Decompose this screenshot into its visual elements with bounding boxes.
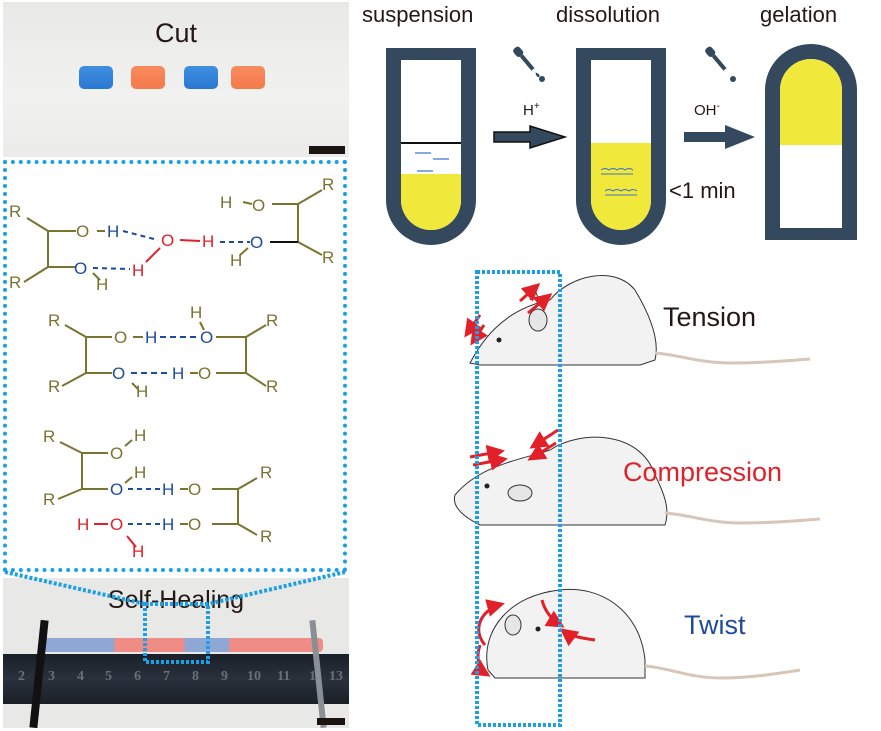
reagent-acid-text: H (523, 102, 534, 119)
blue-gel-piece (184, 66, 218, 89)
ruler-number: 13 (329, 669, 343, 684)
svg-text:O: O (112, 364, 125, 383)
svg-text:H: H (230, 251, 242, 270)
svg-text:R: R (322, 248, 334, 267)
svg-text:O: O (114, 328, 127, 347)
svg-text:H: H (96, 275, 108, 294)
svg-text:R: R (43, 490, 55, 509)
mouse-tension (464, 275, 811, 366)
ruler-number: 3 (48, 669, 55, 684)
hydrogen-bond-box (3, 160, 347, 572)
mouse-deformation-diagram (453, 270, 821, 727)
scale-bar (317, 718, 345, 725)
ruler-number: 11 (277, 669, 291, 684)
ruler-number: 9 (221, 669, 228, 684)
mouse-twist (470, 588, 801, 680)
blue-gel-piece (79, 66, 113, 89)
svg-text:R: R (9, 273, 21, 292)
ruler-number: 6 (134, 669, 141, 684)
svg-text:O: O (110, 444, 123, 463)
step-label-dissolution: dissolution (556, 2, 660, 27)
ruler-number: 10 (247, 669, 261, 684)
svg-text:H: H (134, 426, 146, 445)
svg-text:O: O (200, 328, 213, 347)
svg-text:R: R (266, 311, 278, 330)
reagent-base-charge: - (716, 101, 720, 112)
ruler-number: 7 (163, 669, 170, 684)
tube-dissolution (576, 48, 666, 245)
time-note: <1 min (669, 178, 736, 203)
reagent-base-text: OH (694, 102, 717, 119)
svg-text:H: H (145, 328, 157, 347)
step-label-suspension: suspension (362, 2, 474, 27)
svg-text:R: R (43, 427, 55, 446)
structure-diol-diol: R R O O R R H H H O O H (48, 303, 278, 401)
svg-text:H: H (162, 515, 174, 534)
head-region-box (475, 270, 562, 727)
ruler-number: 8 (192, 669, 199, 684)
zoom-connector (4, 570, 346, 664)
svg-text:R: R (266, 377, 278, 396)
svg-text:H: H (136, 382, 148, 401)
svg-text:O: O (161, 231, 174, 250)
svg-text:O: O (110, 515, 123, 534)
drop-icon (539, 76, 545, 82)
structure-diol-water-diol: R R O H O R R H H H O O O H H (9, 175, 334, 294)
svg-text:O: O (250, 233, 263, 252)
svg-text:O: O (76, 222, 89, 241)
svg-text:H: H (134, 463, 146, 482)
reagent-base: OH- (694, 101, 720, 119)
svg-text:O: O (198, 364, 211, 383)
svg-text:H: H (190, 303, 202, 322)
svg-text:O: O (188, 515, 201, 534)
arrow-right-icon (684, 125, 755, 149)
step-label-gelation: gelation (760, 2, 838, 27)
drop-icon (730, 76, 736, 82)
svg-text:O: O (252, 196, 265, 215)
svg-text:H: H (202, 232, 214, 251)
cut-title: Cut (154, 18, 198, 48)
svg-text:R: R (322, 175, 334, 194)
svg-text:O: O (188, 480, 201, 499)
svg-text:O: O (110, 480, 123, 499)
svg-text:R: R (260, 527, 272, 546)
scale-bar (309, 146, 345, 154)
svg-text:R: R (48, 377, 60, 396)
svg-text:R: R (9, 202, 21, 221)
svg-text:H: H (162, 480, 174, 499)
svg-text:H: H (77, 515, 89, 534)
self-healing-photo-panel: 2 3 4 5 6 7 8 9 10 11 1 13 Self-Healing (3, 578, 349, 728)
tube-suspension (386, 48, 476, 245)
dropper-icon (513, 46, 540, 78)
label-compression: Compression (623, 457, 783, 487)
svg-text:H: H (172, 364, 184, 383)
ruler-number: 1 (309, 669, 316, 684)
arrow-right-icon (493, 124, 568, 150)
svg-text:O: O (74, 259, 87, 278)
ruler-number: 2 (18, 669, 25, 684)
svg-text:H: H (107, 222, 119, 241)
svg-text:H: H (132, 261, 144, 280)
tube-gelation (765, 44, 857, 240)
process-diagram (386, 44, 857, 245)
svg-text:R: R (48, 311, 60, 330)
reagent-acid: H+ (523, 101, 540, 119)
structure-diol-diol-water: R R O H H O O R R O H H H O H (43, 426, 272, 561)
reagent-acid-charge: + (533, 101, 540, 112)
cut-photo-panel: Cut (3, 2, 349, 157)
orange-gel-piece (131, 66, 165, 89)
svg-text:H: H (220, 193, 232, 212)
orange-gel-piece (231, 66, 265, 89)
svg-text:R: R (260, 463, 272, 482)
healed-gel-strip (43, 638, 323, 652)
dropper-icon (705, 46, 727, 71)
ruler-number: 5 (105, 669, 112, 684)
hydrogen-bond-structures: R R O H O R R H H H O O O H H (9, 175, 334, 561)
label-tension: Tension (663, 302, 757, 332)
svg-text:H: H (132, 542, 144, 561)
label-twist: Twist (684, 610, 746, 640)
ruler-number: 4 (77, 669, 84, 684)
